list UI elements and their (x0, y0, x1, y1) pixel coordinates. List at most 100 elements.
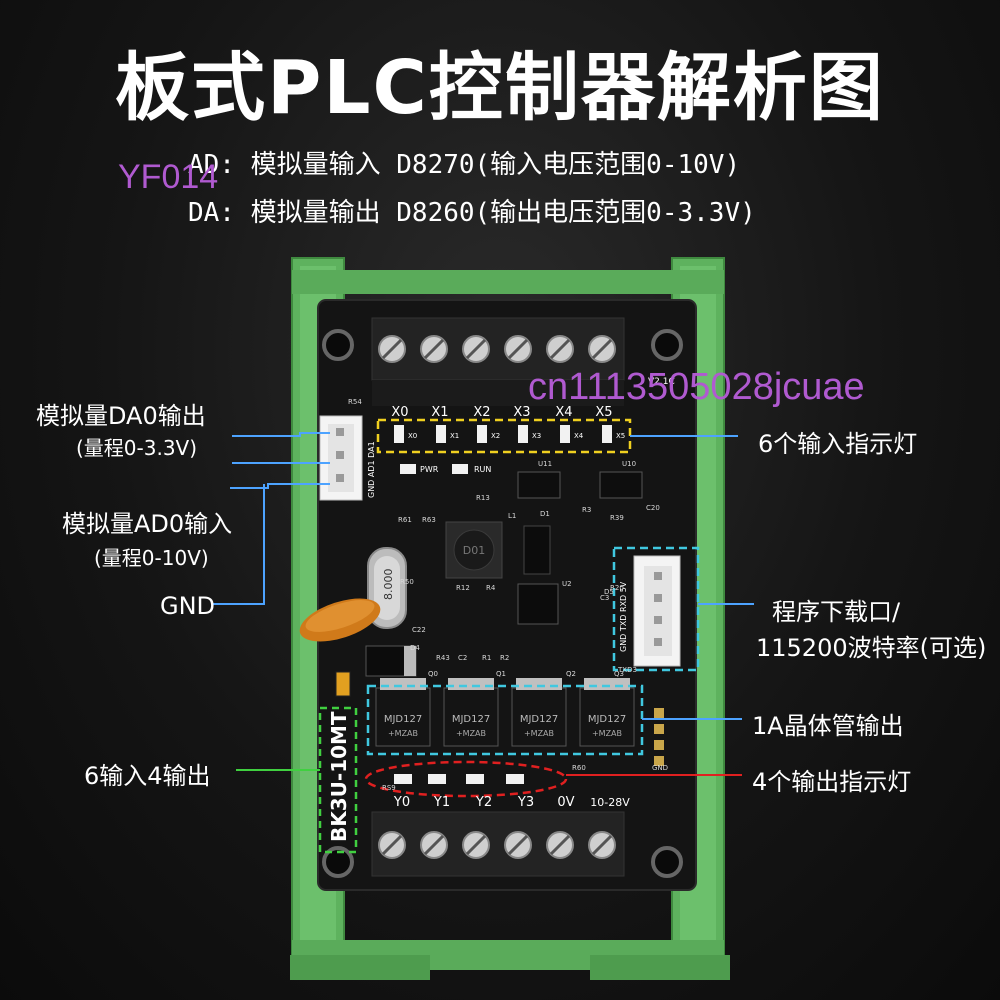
model-label: BK3U-10MT (327, 711, 351, 842)
silk-ref-q2: Q2 (566, 670, 576, 678)
download-port-label: 程序下载口/ (772, 598, 901, 626)
da-spec-text: DA: 模拟量输出 D8260(输出电压范围0-3.3V) (188, 198, 756, 228)
silk-ref-r54: R54 (348, 398, 362, 406)
silk-ref-r2: R2 (500, 654, 509, 662)
output-terminal-label-0v: 0V (557, 795, 574, 810)
led-mark-x0: X0 (408, 432, 417, 440)
silk-ref-u2: U2 (562, 580, 572, 588)
silk-ref-r20: R20 (610, 584, 624, 592)
silk-ref-r13: R13 (476, 494, 490, 502)
pwr-label: PWR (420, 465, 439, 474)
led-mark-x4: X4 (574, 432, 584, 440)
mounting-holes (322, 329, 683, 878)
output-terminal-label-y3: Y3 (517, 795, 534, 810)
gnd-label: GND (160, 592, 216, 620)
input-leds-label: 6个输入指示灯 (758, 430, 918, 458)
crystal-label: 8.000 (382, 569, 395, 601)
transistor-label-q1: MJD127 (452, 714, 490, 725)
silk-ref-d4: D4 (410, 644, 420, 652)
download-port-highlight-box (612, 546, 700, 672)
dao-output-label: 模拟量DA0输出 (36, 402, 206, 430)
output-leds-highlight-ellipse (364, 760, 568, 798)
transistor-code-q1: +MZAB (456, 729, 486, 738)
inductor-label: D01 (463, 544, 485, 557)
io-count-label: 6输入4输出 (84, 762, 211, 790)
store-watermark: cn1113505028jcuae (528, 366, 865, 408)
silk-ref-r63: R63 (422, 516, 436, 524)
output-transistors (375, 678, 635, 747)
input-leds (394, 425, 612, 443)
transistor-code-q2: +MZAB (524, 729, 554, 738)
led-mark-x3: X3 (532, 432, 541, 440)
input-terminal-label-x1: X1 (431, 405, 448, 420)
crystal-oscillator (367, 547, 407, 629)
output-terminal-label-power: 10-28V (590, 796, 630, 809)
output-terminal-label-y2: Y2 (475, 795, 492, 810)
transistor-output-label: 1A晶体管输出 (752, 712, 904, 740)
led-mark-x1: X1 (450, 432, 459, 440)
output-leds (394, 774, 524, 784)
transistor-code-q0: +MZAB (388, 729, 418, 738)
silk-ref-txd3: TXD3 (617, 666, 637, 674)
ado-input-label: 模拟量AD0输入 (62, 510, 233, 538)
silk-ref-c3: C3 (600, 594, 609, 602)
silk-ref-q3: Q3 (614, 670, 624, 678)
board-version: V2.1C (648, 377, 675, 387)
input-terminal-label-x4: X4 (555, 405, 572, 420)
silk-ref-d5: D5 (604, 588, 614, 596)
transistor-code-q3: +MZAB (592, 729, 622, 738)
silk-ref-r12: R12 (456, 584, 470, 592)
transistor-highlight-box (366, 684, 644, 756)
transistor-label-q2: MJD127 (520, 714, 558, 725)
silk-ref-r3: R3 (582, 506, 591, 514)
silk-ref-r60: R60 (572, 764, 586, 772)
silk-ref-u10: U10 (622, 460, 636, 468)
run-label: RUN (474, 465, 491, 474)
silk-ref-c20: C20 (646, 504, 660, 512)
input-terminal-label-x3: X3 (513, 405, 530, 420)
analog-connector (319, 415, 363, 501)
annotation-lines (212, 432, 754, 720)
silk-ref-r61: R61 (398, 516, 412, 524)
silk-ref-gnd: GND (652, 764, 668, 772)
ado-range-label: (量程0-10V) (94, 546, 209, 570)
output-terminal-block (371, 811, 625, 877)
output-leds-label: 4个输出指示灯 (752, 768, 912, 796)
dao-range-label: (量程0-3.3V) (76, 436, 198, 460)
transistor-label-q3: MJD127 (588, 714, 626, 725)
analog-connector-silk: GND AD1 DA1 (367, 441, 376, 498)
transistor-label-q0: MJD127 (384, 714, 422, 725)
silk-ref-u11: U11 (538, 460, 552, 468)
silk-ref-r50: R50 (400, 578, 414, 586)
download-connector-silk: GND TXD RXD 5V (619, 581, 628, 652)
download-connector (633, 555, 681, 667)
input-terminal-block (371, 317, 625, 406)
baud-rate-label: 115200波特率(可选) (756, 634, 987, 662)
silk-ref-rs9: RS9 (382, 784, 396, 792)
silk-ref-r1: R1 (482, 654, 491, 662)
shop-watermark: YF014 (118, 158, 219, 196)
silk-ref-r39: R39 (610, 514, 624, 522)
output-terminal-label-y0: Y0 (393, 795, 410, 810)
ad-spec-text: AD: 模拟量输入 D8270(输入电压范围0-10V) (188, 150, 741, 180)
silk-ref-l1: L1 (508, 512, 516, 520)
inductor (445, 521, 503, 579)
silk-ref-c2: C2 (458, 654, 467, 662)
silk-ref-c22: C22 (412, 626, 426, 634)
input-terminal-label-x5: X5 (595, 405, 612, 420)
silk-ref-d1: D1 (540, 510, 550, 518)
silk-ref-r43: R43 (436, 654, 450, 662)
page-title: 板式PLC控制器解析图 (115, 45, 885, 131)
model-highlight-box (318, 706, 358, 854)
output-terminal-label-y1: Y1 (433, 795, 450, 810)
led-mark-x2: X2 (491, 432, 500, 440)
side-header-pins (654, 708, 664, 766)
silk-ref-q0: Q0 (428, 670, 438, 678)
silk-ref-q1: Q1 (496, 670, 506, 678)
input-terminal-label-x2: X2 (473, 405, 490, 420)
led-mark-x5: X5 (616, 432, 625, 440)
input-terminal-label-x0: X0 (391, 405, 408, 420)
backup-battery (299, 598, 381, 642)
silk-ref-r4: R4 (486, 584, 496, 592)
